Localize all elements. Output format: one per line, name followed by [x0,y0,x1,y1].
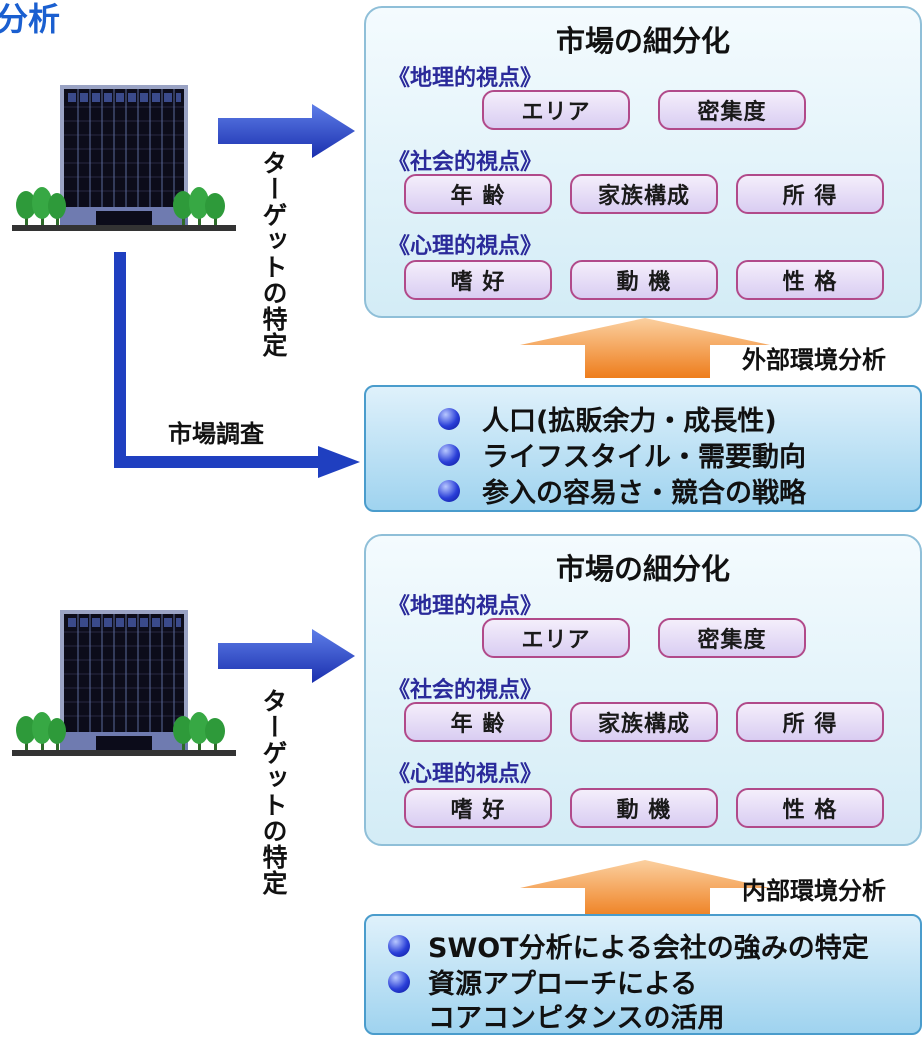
geographic-section-label: 《地理的視点》 [388,594,543,619]
bullet-dot-icon [438,443,460,466]
panel-title: 市場の細分化 [555,24,730,58]
list-item: ライフスタイル・需要動向 [438,435,806,474]
pill-age: 年 齢 [404,174,552,214]
market-segmentation-panel: 市場の細分化 《地理的視点》 エリア 密集度 《社会的視点》 年 齢 家族構成 … [364,534,922,846]
right-arrow-icon [318,446,360,478]
external-analysis-label: 外部環境分析 [742,346,886,374]
psychological-section-label: 《心理的視点》 [388,234,543,259]
internal-info-box: SWOT分析による会社の強みの特定 資源アプローチによる コアコンピタンスの活用 [364,914,922,1035]
right-arrow-icon [218,629,355,683]
right-arrow-icon [218,104,355,158]
bullet-dot-icon [388,970,410,993]
list-item: 資源アプローチによる [388,962,697,1001]
pill-family: 家族構成 [570,174,718,214]
market-research-connector [114,252,318,468]
psychological-section-label: 《心理的視点》 [388,762,543,787]
list-item: 人口(拡販余力・成長性) [438,399,777,438]
panel-title: 市場の細分化 [555,552,730,586]
bullet-dot-icon [388,934,410,957]
pill-family: 家族構成 [570,702,718,742]
list-item-continuation: コアコンピタンスの活用 [428,1003,725,1034]
pill-area: エリア [482,90,630,130]
bullet-dot-icon [438,407,460,430]
pill-density: 密集度 [658,90,806,130]
pill-personality: 性 格 [736,788,884,828]
pill-income: 所 得 [736,174,884,214]
tree-icon [16,712,225,750]
office-building-icon [12,85,236,231]
pill-density: 密集度 [658,618,806,658]
office-building-icon [12,610,236,756]
pill-area: エリア [482,618,630,658]
tree-icon [16,187,225,225]
pill-preference: 嗜 好 [404,788,552,828]
external-info-box: 人口(拡販余力・成長性) ライフスタイル・需要動向 参入の容易さ・競合の戦略 [364,385,922,512]
target-identification-label: ターゲットの特定 [259,150,288,358]
pill-motive: 動 機 [570,788,718,828]
list-item: 参入の容易さ・競合の戦略 [438,471,806,510]
market-research-label: 市場調査 [168,420,264,448]
pill-age: 年 齢 [404,702,552,742]
pill-preference: 嗜 好 [404,260,552,300]
pill-income: 所 得 [736,702,884,742]
up-arrow-icon [520,860,770,920]
geographic-section-label: 《地理的視点》 [388,66,543,91]
social-section-label: 《社会的視点》 [388,150,543,175]
bullet-dot-icon [438,479,460,502]
internal-analysis-label: 内部環境分析 [742,877,886,905]
target-identification-label: ターゲットの特定 [259,688,288,896]
page-title: 分析 [0,0,61,38]
social-section-label: 《社会的視点》 [388,678,543,703]
market-segmentation-panel: 市場の細分化 《地理的視点》 エリア 密集度 《社会的視点》 年 齢 家族構成 … [364,6,922,318]
pill-personality: 性 格 [736,260,884,300]
list-item: SWOT分析による会社の強みの特定 [388,926,869,965]
pill-motive: 動 機 [570,260,718,300]
up-arrow-icon [520,318,770,378]
